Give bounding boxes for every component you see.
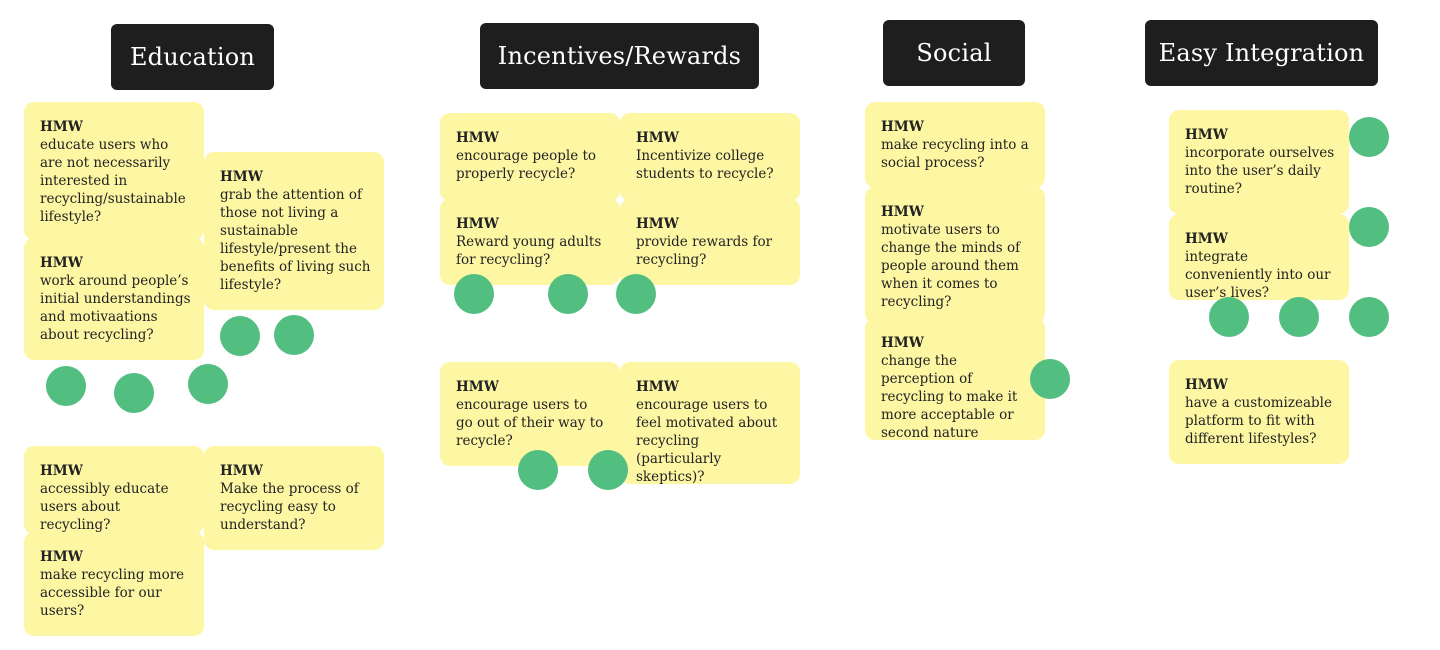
vote-dot[interactable] <box>1349 297 1389 337</box>
hmw-label: HMW <box>636 379 679 395</box>
note-text: work around people’s initial understandi… <box>40 273 191 343</box>
category-header-social[interactable]: Social <box>883 20 1025 86</box>
note-text: Make the process of recycling easy to un… <box>220 481 359 533</box>
hmw-label: HMW <box>220 463 263 479</box>
category-header-education[interactable]: Education <box>111 24 274 90</box>
hmw-label: HMW <box>636 130 679 146</box>
hmw-label: HMW <box>1185 377 1228 393</box>
hmw-label: HMW <box>40 463 83 479</box>
hmw-label: HMW <box>456 379 499 395</box>
note-text: integrate conveniently into our user’s l… <box>1185 249 1331 301</box>
note-text: make recycling into a social process? <box>881 137 1029 171</box>
sticky-note[interactable]: HMW Make the process of recycling easy t… <box>204 446 384 550</box>
hmw-label: HMW <box>1185 127 1228 143</box>
hmw-label: HMW <box>40 119 83 135</box>
vote-dot[interactable] <box>518 450 558 490</box>
hmw-label: HMW <box>881 335 924 351</box>
note-text: encourage users to go out of their way t… <box>456 397 604 449</box>
category-title: Easy Integration <box>1158 39 1365 67</box>
sticky-note[interactable]: HMW have a customizeable platform to fit… <box>1169 360 1349 464</box>
category-header-incentives[interactable]: Incentives/Rewards <box>480 23 759 89</box>
vote-dot[interactable] <box>616 274 656 314</box>
note-text: Incentivize college students to recycle? <box>636 148 774 182</box>
vote-dot[interactable] <box>548 274 588 314</box>
note-text: Reward young adults for recycling? <box>456 234 602 268</box>
vote-dot[interactable] <box>1349 207 1389 247</box>
note-text: encourage people to properly recycle? <box>456 148 597 182</box>
sticky-note[interactable]: HMW change the perception of recycling t… <box>865 318 1045 441</box>
hmw-label: HMW <box>881 119 924 135</box>
note-text: encourage users to feel motivated about … <box>636 397 778 485</box>
note-text: educate users who are not necessarily in… <box>40 137 186 225</box>
sticky-note[interactable]: HMW grab the attention of those not livi… <box>204 152 384 310</box>
note-text: have a customizeable platform to fit wit… <box>1185 395 1332 447</box>
sticky-note[interactable]: HMW encourage people to properly recycle… <box>440 113 620 201</box>
sticky-note[interactable]: HMW encourage users to feel motivated ab… <box>620 362 800 485</box>
note-text: accessibly educate users about recycling… <box>40 481 169 533</box>
vote-dot[interactable] <box>454 274 494 314</box>
hmw-label: HMW <box>881 204 924 220</box>
sticky-note[interactable]: HMW integrate conveniently into our user… <box>1169 214 1349 301</box>
sticky-note[interactable]: HMW Incentivize college students to recy… <box>620 113 800 201</box>
sticky-note[interactable]: HMW accessibly educate users about recyc… <box>24 446 204 534</box>
note-text: incorporate ourselves into the user’s da… <box>1185 145 1335 197</box>
hmw-label: HMW <box>456 130 499 146</box>
vote-dot[interactable] <box>1349 117 1389 157</box>
sticky-note[interactable]: HMW encourage users to go out of their w… <box>440 362 620 466</box>
hmw-label: HMW <box>636 216 679 232</box>
category-title: Incentives/Rewards <box>497 42 742 70</box>
hmw-label: HMW <box>220 169 263 185</box>
vote-dot[interactable] <box>46 366 86 406</box>
category-title: Social <box>916 39 992 67</box>
vote-dot[interactable] <box>220 316 260 356</box>
vote-dot[interactable] <box>588 450 628 490</box>
sticky-note[interactable]: HMW provide rewards for recycling? <box>620 199 800 285</box>
sticky-note[interactable]: HMW make recycling more accessible for o… <box>24 532 204 636</box>
category-header-integration[interactable]: Easy Integration <box>1145 20 1378 86</box>
hmw-label: HMW <box>40 549 83 565</box>
sticky-note[interactable]: HMW work around people’s initial underst… <box>24 238 204 360</box>
hmw-label: HMW <box>456 216 499 232</box>
sticky-note[interactable]: HMW Reward young adults for recycling? <box>440 199 620 285</box>
hmw-label: HMW <box>1185 231 1228 247</box>
vote-dot[interactable] <box>114 373 154 413</box>
category-title: Education <box>129 43 256 71</box>
sticky-note[interactable]: HMW educate users who are not necessaril… <box>24 102 204 240</box>
sticky-note[interactable]: HMW make recycling into a social process… <box>865 102 1045 188</box>
vote-dot[interactable] <box>1209 297 1249 337</box>
vote-dot[interactable] <box>274 315 314 355</box>
note-text: make recycling more accessible for our u… <box>40 567 185 619</box>
vote-dot[interactable] <box>1279 297 1319 337</box>
note-text: motivate users to change the minds of pe… <box>881 222 1021 310</box>
vote-dot[interactable] <box>188 364 228 404</box>
vote-dot[interactable] <box>1030 359 1070 399</box>
note-text: grab the attention of those not living a… <box>220 187 371 293</box>
sticky-note[interactable]: HMW motivate users to change the minds o… <box>865 187 1045 323</box>
note-text: change the perception of recycling to ma… <box>881 353 1018 441</box>
note-text: provide rewards for recycling? <box>636 234 773 268</box>
sticky-note[interactable]: HMW incorporate ourselves into the user’… <box>1169 110 1349 214</box>
hmw-label: HMW <box>40 255 83 271</box>
